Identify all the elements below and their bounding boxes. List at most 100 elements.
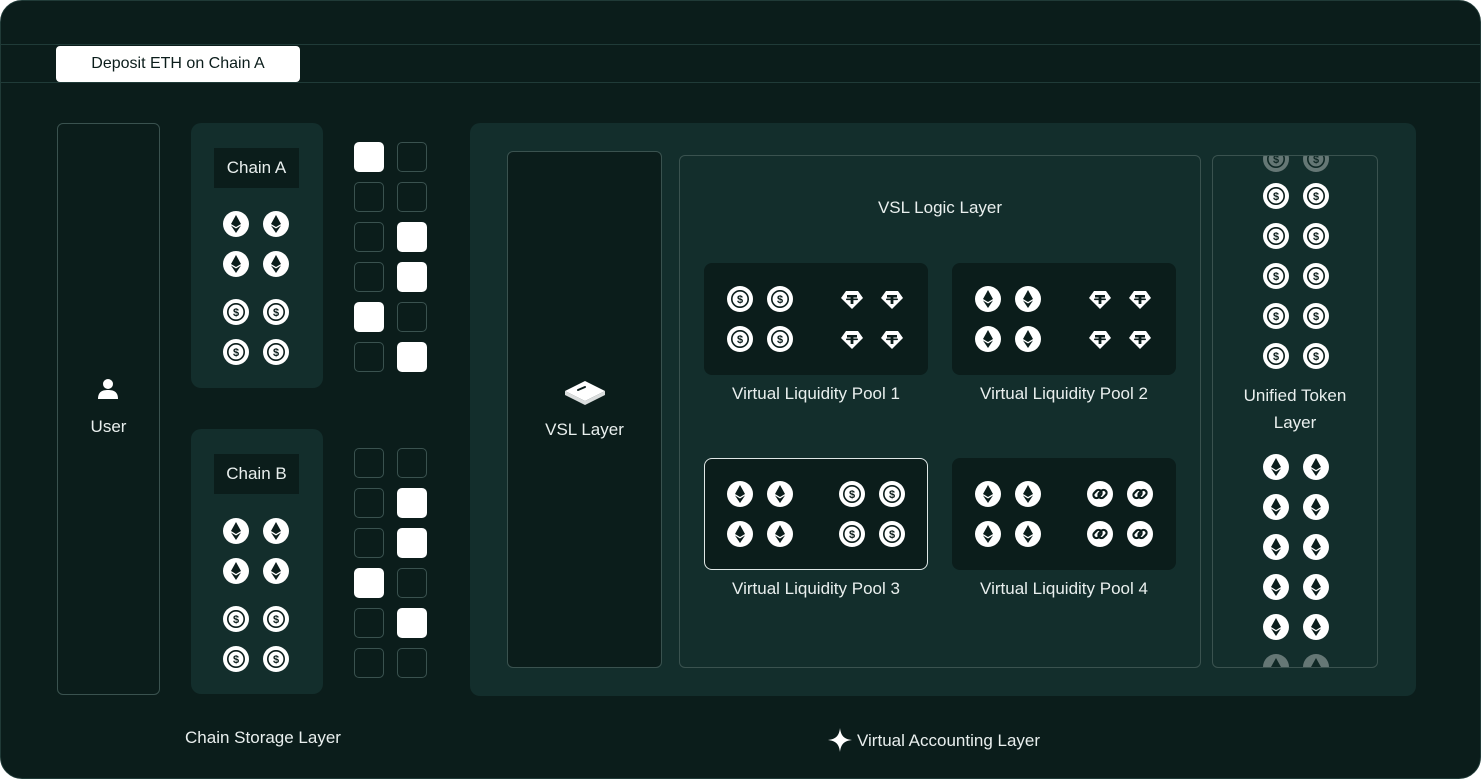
link-icon [1127, 481, 1153, 507]
eth-icon [975, 326, 1001, 352]
svg-text:$: $ [1313, 351, 1319, 363]
storage-slot [354, 488, 384, 518]
unified-token-label-line1: Unified Token [1243, 386, 1347, 405]
usdc-icon: $ [223, 646, 249, 672]
vsl-layer-box [507, 151, 662, 668]
eth-icon [727, 481, 753, 507]
eth-icon [1015, 286, 1041, 312]
eth-icon [1303, 454, 1329, 480]
svg-text:$: $ [1313, 155, 1319, 166]
usdc-icon: $ [263, 299, 289, 325]
eth-icon [1303, 534, 1329, 560]
eth-icon [263, 518, 289, 544]
usdc-icon: $ [1303, 303, 1329, 329]
eth-icon [1015, 481, 1041, 507]
usdc-icon: $ [727, 286, 753, 312]
ledger-icon [561, 375, 609, 412]
usdc-icon: $ [767, 326, 793, 352]
usdt-icon [879, 286, 905, 312]
usdc-icon: $ [223, 606, 249, 632]
usdc-icon: $ [263, 339, 289, 365]
user-icon [97, 378, 119, 405]
liquidity-pool-label: Virtual Liquidity Pool 4 [980, 579, 1148, 598]
eth-icon [767, 481, 793, 507]
storage-slot [397, 448, 427, 478]
storage-slot [397, 222, 427, 252]
liquidity-pool-label: Virtual Liquidity Pool 1 [732, 384, 900, 403]
usdt-icon [1087, 286, 1113, 312]
liquidity-pool-box[interactable] [704, 263, 928, 375]
storage-slot [354, 302, 384, 332]
usdc-icon: $ [223, 339, 249, 365]
storage-slot [397, 528, 427, 558]
usdc-icon: $ [1263, 156, 1289, 172]
eth-icon [223, 211, 249, 237]
usdc-icon: $ [223, 299, 249, 325]
eth-icon [223, 251, 249, 277]
vsl-logic-layer-label: VSL Logic Layer [877, 198, 1003, 217]
eth-icon [975, 286, 1001, 312]
eth-icon [1303, 574, 1329, 600]
virtual-accounting-label: Virtual Accounting Layer [857, 731, 1041, 750]
eth-icon [1263, 534, 1289, 560]
eth-icon [1303, 494, 1329, 520]
divider [1, 82, 1480, 83]
eth-icon [727, 521, 753, 547]
storage-slot [354, 608, 384, 638]
usdc-icon: $ [1263, 223, 1289, 249]
svg-text:$: $ [1313, 191, 1319, 203]
storage-slot [354, 342, 384, 372]
storage-slot [354, 568, 384, 598]
eth-icon [1303, 614, 1329, 640]
divider [1, 44, 1480, 45]
chain-label-b: Chain B [214, 454, 299, 494]
unified-token-layer-box: $$$$$$$$$$$$ [1212, 155, 1378, 668]
eth-icon [263, 558, 289, 584]
eth-icon [1015, 326, 1041, 352]
usdc-icon: $ [1263, 343, 1289, 369]
usdt-icon [1127, 286, 1153, 312]
svg-text:$: $ [849, 489, 855, 501]
svg-text:$: $ [737, 294, 743, 306]
svg-text:$: $ [777, 294, 783, 306]
usdc-icon: $ [1303, 155, 1329, 172]
storage-slot [397, 342, 427, 372]
eth-icon [1015, 521, 1041, 547]
liquidity-pool-box[interactable] [704, 458, 928, 570]
svg-text:$: $ [233, 307, 239, 319]
vsl-layer-label: VSL Layer [545, 420, 624, 439]
eth-icon [1263, 494, 1289, 520]
link-icon [1127, 521, 1153, 547]
svg-text:$: $ [1273, 231, 1279, 243]
storage-slot [397, 488, 427, 518]
svg-text:$: $ [273, 614, 279, 626]
storage-slot [354, 528, 384, 558]
link-icon [1087, 521, 1113, 547]
usdc-icon: $ [1263, 263, 1289, 289]
usdc-icon: $ [727, 326, 753, 352]
eth-icon [767, 521, 793, 547]
storage-slot [397, 182, 427, 212]
usdc-icon: $ [1303, 183, 1329, 209]
usdc-icon: $ [879, 481, 905, 507]
storage-slot [354, 648, 384, 678]
svg-text:$: $ [1313, 231, 1319, 243]
liquidity-pool-box[interactable] [952, 458, 1176, 570]
liquidity-pool-label: Virtual Liquidity Pool 3 [732, 579, 900, 598]
storage-slot [397, 302, 427, 332]
storage-slot [397, 262, 427, 292]
storage-slot [397, 608, 427, 638]
eth-icon [223, 558, 249, 584]
eth-icon [1263, 614, 1289, 640]
svg-text:$: $ [233, 614, 239, 626]
chain-label-a: Chain A [214, 148, 299, 188]
unified-token-label-line2: Layer [1273, 413, 1317, 432]
usdc-icon: $ [879, 521, 905, 547]
svg-text:$: $ [737, 334, 743, 346]
usdt-icon [839, 286, 865, 312]
usdc-icon: $ [1303, 223, 1329, 249]
user-label: User [90, 417, 127, 436]
eth-icon [223, 518, 249, 544]
usdt-icon [879, 326, 905, 352]
liquidity-pool-box[interactable] [952, 263, 1176, 375]
